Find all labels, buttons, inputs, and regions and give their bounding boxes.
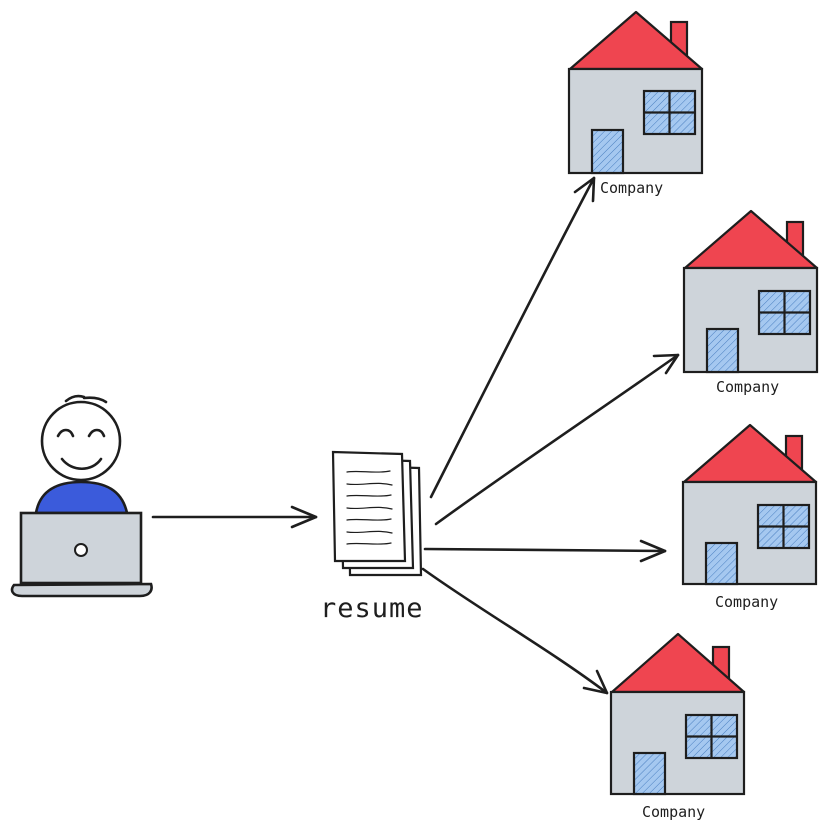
arrow-icon bbox=[421, 567, 609, 695]
arrow-icon bbox=[434, 353, 680, 526]
house-icon bbox=[681, 423, 818, 586]
house-icon bbox=[567, 10, 704, 175]
resume-document-stack-icon bbox=[331, 450, 423, 577]
resume-label: resume bbox=[320, 593, 424, 624]
person-at-laptop-icon bbox=[10, 394, 153, 598]
house-icon bbox=[682, 209, 819, 374]
company-label: Company bbox=[715, 593, 778, 611]
arrow-icon bbox=[423, 539, 667, 563]
company-label: Company bbox=[642, 803, 705, 821]
arrow-icon bbox=[151, 505, 318, 529]
house-icon bbox=[609, 632, 746, 796]
arrow-icon bbox=[429, 176, 596, 499]
company-label: Company bbox=[716, 378, 779, 396]
company-label: Company bbox=[600, 179, 663, 197]
